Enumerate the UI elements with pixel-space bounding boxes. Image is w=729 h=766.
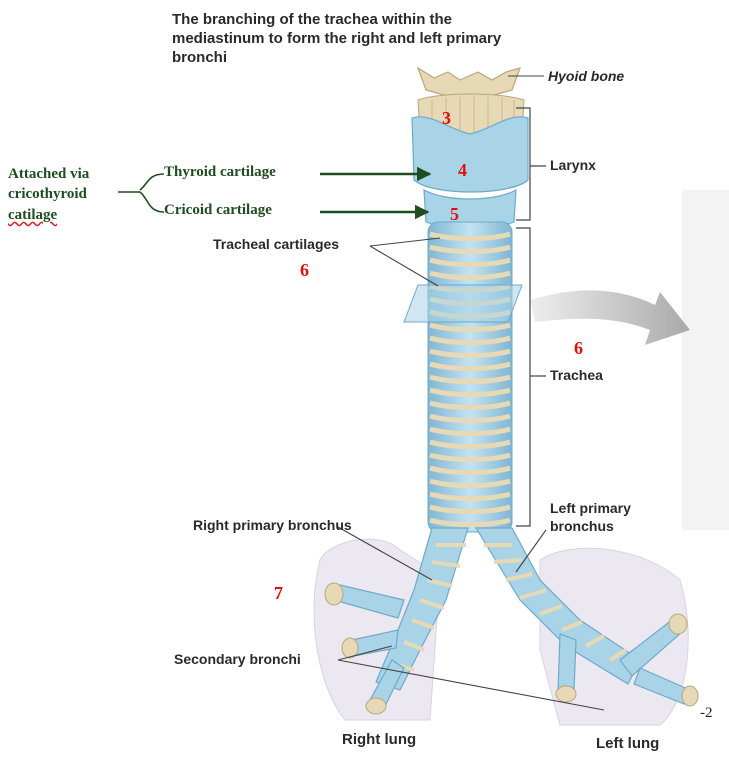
tracheal-ring (429, 348, 511, 358)
right-lung-tissue (313, 538, 441, 721)
tracheal-ring (429, 400, 511, 410)
cross-section-arrow (530, 290, 690, 345)
right-bronchus (375, 527, 469, 691)
larynx-label: Larynx (550, 157, 596, 173)
leader-lines (337, 75, 605, 711)
number-6-right: 6 (574, 338, 583, 358)
number-4: 4 (458, 160, 467, 180)
thyroid-cartilage (411, 116, 529, 193)
tracheal-ring (429, 335, 511, 345)
diagram-title: The branching of the trachea within the … (172, 11, 502, 66)
tracheal-ring (429, 413, 511, 423)
right-lung-label: Right lung (342, 731, 417, 748)
right-primary-bronchus-label: Right primary bronchus (193, 517, 352, 533)
tracheal-ring (429, 452, 511, 462)
number-5: 5 (450, 204, 459, 224)
left-primary-bronchus-label-1: Left primary (550, 500, 631, 516)
cross-section-plane (403, 284, 523, 323)
tracheal-ring (429, 374, 511, 384)
tracheal-ring (429, 465, 511, 475)
tracheal-cartilages-label: Tracheal cartilages (213, 236, 340, 252)
number-6-left: 6 (300, 260, 309, 280)
tracheal-ring (429, 439, 511, 449)
left-secondary-bronchi (557, 619, 691, 705)
annotation-line-2: cricothyroid (8, 186, 87, 202)
cricoid-cartilage-label: Cricoid cartilage (164, 202, 272, 218)
green-arrows (320, 166, 432, 220)
tracheal-ring (429, 361, 511, 371)
hyoid-bone-label: Hyoid bone (548, 68, 625, 84)
left-lung-label: Left lung (596, 735, 660, 752)
side-panel (682, 190, 729, 530)
tracheal-ring (429, 257, 511, 267)
hyoid-bone (416, 66, 521, 97)
tracheal-ring (429, 491, 511, 501)
tracheal-ring (429, 478, 511, 488)
tracheal-ring (429, 504, 511, 514)
number-3: 3 (442, 108, 451, 128)
tracheal-ring (429, 426, 511, 436)
larynx-bracket (516, 107, 546, 221)
tracheal-ring (429, 387, 511, 397)
tracheal-ring (429, 231, 511, 241)
trachea-bracket (516, 227, 546, 527)
secondary-bronchi-label: Secondary bronchi (174, 651, 301, 667)
trachea-label: Trachea (550, 367, 603, 383)
annotation-line-3: catilage (8, 207, 58, 223)
number-minus-2: -2 (700, 705, 713, 721)
thyroid-cartilage-label: Thyroid cartilage (164, 164, 276, 180)
annotation-line-1: Attached via (8, 166, 90, 182)
tracheal-ring (429, 244, 511, 254)
tracheal-ring (429, 517, 511, 527)
green-bracket (118, 173, 165, 213)
left-primary-bronchus-label-2: bronchus (550, 518, 614, 534)
tracheal-ring (429, 270, 511, 280)
number-7: 7 (274, 583, 283, 603)
tracheal-ring (429, 322, 511, 332)
